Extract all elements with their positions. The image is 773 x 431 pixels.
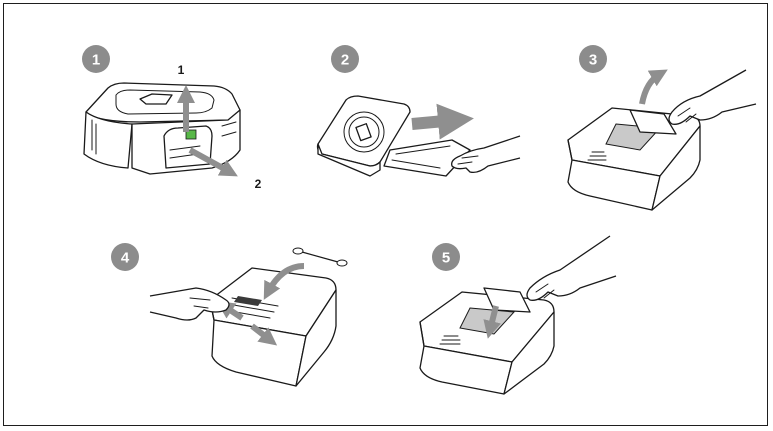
step-1: 1 1 2 — [82, 45, 262, 191]
hand-icon — [149, 287, 230, 321]
arrow-icon — [263, 263, 305, 300]
printer-icon — [316, 95, 411, 177]
arrow-icon — [250, 323, 278, 346]
step-5: 5 — [419, 235, 617, 395]
callout-1: 1 — [178, 63, 185, 77]
step-3: 3 — [567, 45, 757, 211]
step-badge-4: 4 — [111, 243, 139, 271]
step-badge-5: 5 — [432, 243, 460, 271]
step-4: 4 — [111, 243, 348, 387]
step-number-3: 3 — [589, 52, 597, 69]
cleaning-swab-icon — [292, 247, 348, 267]
step-badge-2: 2 — [331, 45, 359, 73]
step-badge-3: 3 — [579, 45, 607, 73]
arrow-icon — [483, 305, 501, 339]
step-number-1: 1 — [92, 52, 100, 69]
instruction-frame — [3, 3, 768, 426]
printer-icon — [83, 82, 241, 175]
step-2: 2 — [316, 45, 521, 177]
hand-icon — [451, 135, 521, 174]
step-number-4: 4 — [121, 250, 130, 267]
callout-2: 2 — [255, 177, 262, 191]
release-lever — [185, 129, 197, 140]
step-number-2: 2 — [341, 52, 349, 69]
step-number-5: 5 — [442, 250, 450, 267]
arrow-icon — [188, 147, 238, 177]
step-badge-1: 1 — [82, 45, 110, 73]
hand-icon — [668, 69, 757, 125]
hand-icon — [526, 235, 617, 301]
arrow-icon — [639, 69, 668, 105]
cover-flap — [629, 109, 677, 135]
arrow-icon — [411, 103, 474, 140]
printer-icon — [419, 291, 555, 395]
